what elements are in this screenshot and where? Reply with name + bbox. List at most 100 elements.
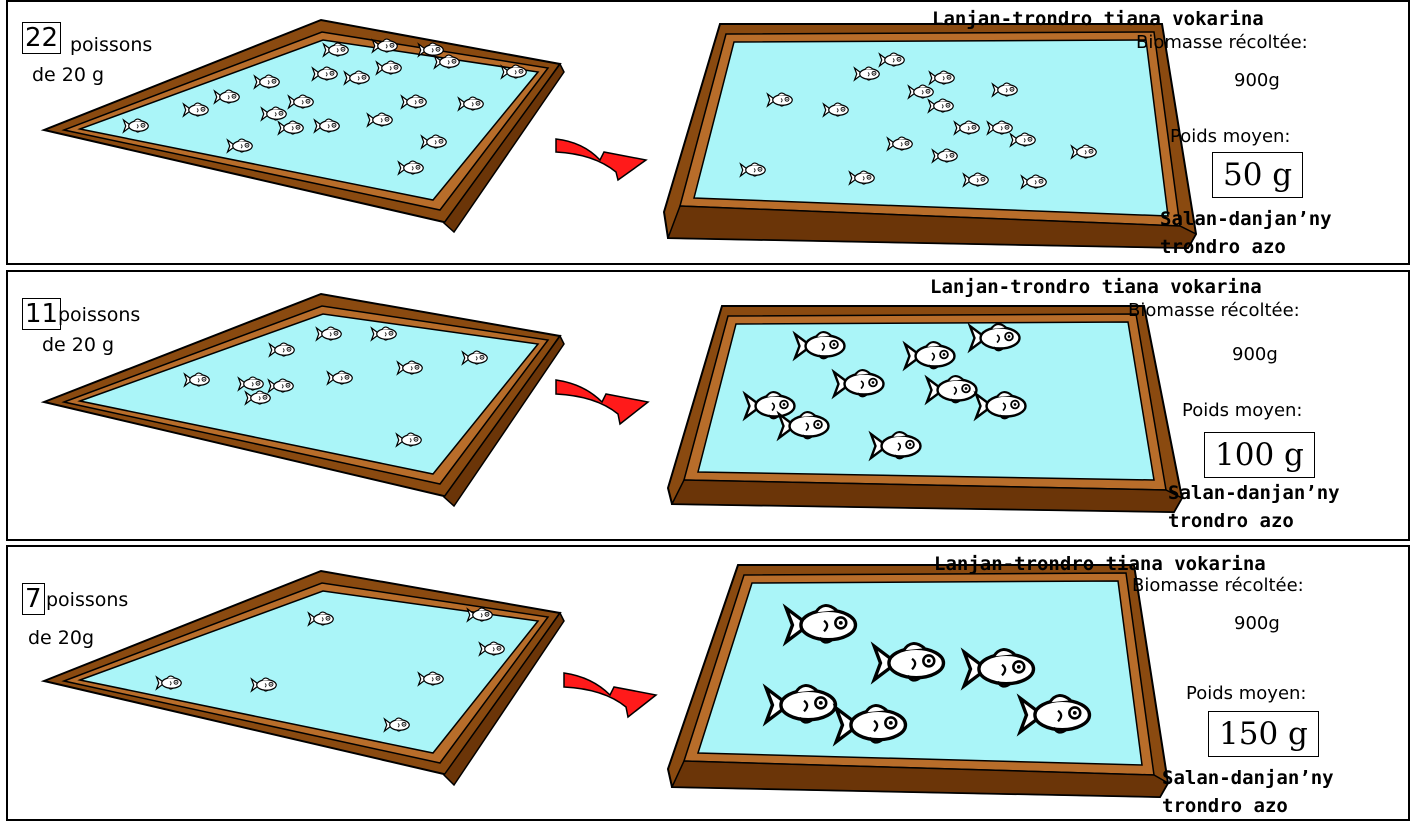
malagasy-line2: trondro azo — [1168, 510, 1294, 532]
biomass-value: 900g — [1234, 613, 1280, 634]
avg-weight-label: Poids moyen: — [1170, 126, 1291, 147]
initial-weight: de 20 g — [42, 334, 115, 356]
panel-3-scene — [40, 564, 1170, 799]
fish-icon — [375, 60, 402, 76]
panel-1-scene — [40, 18, 1198, 250]
biomass-label: Biomasse récoltée: — [1136, 32, 1308, 53]
initial-weight: de 20 g — [32, 64, 105, 86]
fish-icon — [182, 102, 209, 118]
fish-icon — [1020, 174, 1047, 190]
fish-icon — [848, 170, 875, 186]
fish-icon — [226, 138, 253, 154]
right-pond — [666, 564, 1170, 799]
fish-icon — [371, 38, 398, 54]
fish-icon — [928, 70, 955, 86]
malagasy-title: Lanjan-trondro tiana vokarina — [930, 276, 1262, 298]
fish-icon — [326, 370, 353, 386]
fish-icon — [967, 322, 1021, 354]
fish-icon — [343, 70, 370, 86]
left-pond — [40, 18, 565, 234]
fish-icon — [776, 410, 830, 442]
fish-icon — [213, 89, 240, 105]
fish-icon — [244, 390, 271, 406]
panel-1: 22 poissons de 20 g Lanjan-trondro tiana… — [6, 0, 1410, 265]
biomass-value: 900g — [1232, 344, 1278, 365]
fish-icon — [986, 120, 1013, 136]
left-pond — [40, 292, 565, 508]
malagasy-title: Lanjan-trondro tiana vokarina — [934, 553, 1266, 575]
malagasy-line1: Salan-danjan’ny — [1162, 767, 1334, 789]
biomass-label: Biomasse récoltée: — [1128, 300, 1300, 321]
fish-icon — [924, 374, 978, 406]
fish-icon — [960, 647, 1036, 691]
fish-group-left — [183, 326, 488, 448]
malagasy-line2: trondro azo — [1162, 795, 1288, 817]
fish-icon — [420, 134, 447, 150]
fish-icon — [396, 360, 423, 376]
arrow-icon — [555, 138, 648, 182]
fish-group-left — [155, 607, 505, 733]
fish-icon — [466, 607, 493, 623]
fish-icon — [831, 368, 885, 400]
fish-icon — [822, 102, 849, 118]
fish-icon — [267, 378, 294, 394]
initial-weight: de 20g — [28, 627, 95, 649]
panel-2-scene — [40, 292, 1184, 514]
fish-icon — [500, 64, 527, 80]
fish-icon — [868, 430, 922, 462]
fish-icon — [237, 376, 264, 392]
fish-icon — [322, 42, 349, 58]
fish-icon — [366, 112, 393, 128]
fish-icon — [433, 54, 460, 70]
fish-icon — [457, 96, 484, 112]
fish-count: 11 — [22, 298, 62, 330]
fish-icon — [931, 148, 958, 164]
fish-icon — [315, 326, 342, 342]
fish-icon — [853, 66, 880, 82]
fish-icon — [277, 120, 304, 136]
avg-weight-value: 150 g — [1208, 711, 1319, 757]
fish-group-right — [739, 52, 1097, 190]
biomass-value: 900g — [1234, 70, 1280, 91]
fish-icon — [792, 330, 846, 362]
fish-icon — [370, 326, 397, 342]
fish-icon — [782, 603, 858, 647]
fish-icon — [907, 84, 934, 100]
fish-group-right — [742, 322, 1027, 462]
fish-icon — [183, 372, 210, 388]
fish-icon — [417, 42, 444, 58]
fish-icon — [395, 432, 422, 448]
arrow-icon — [563, 672, 658, 719]
fish-icon — [155, 675, 182, 691]
fish-group-left — [122, 38, 527, 176]
fish-icon — [973, 390, 1027, 422]
fish-icon — [870, 641, 946, 685]
malagasy-line1: Salan-danjan’ny — [1160, 208, 1332, 230]
right-pond — [666, 305, 1184, 514]
avg-weight-label: Poids moyen: — [1182, 400, 1303, 421]
fish-count-label: poissons — [70, 34, 153, 56]
arrow-icon — [555, 379, 650, 426]
avg-weight-value: 100 g — [1204, 432, 1315, 478]
fish-icon — [953, 120, 980, 136]
fish-icon — [1070, 144, 1097, 160]
fish-icon — [461, 350, 488, 366]
avg-weight-value: 50 g — [1212, 152, 1304, 198]
avg-weight-label: Poids moyen: — [1186, 683, 1307, 704]
panel-2: 11 poissons de 20 g Lanjan-trondro tiana… — [6, 270, 1410, 541]
fish-icon — [287, 94, 314, 110]
fish-icon — [991, 82, 1018, 98]
fish-icon — [739, 162, 766, 178]
left-pond — [40, 569, 565, 787]
fish-icon — [383, 717, 410, 733]
fish-count: 22 — [22, 22, 62, 54]
malagasy-line2: trondro azo — [1160, 236, 1286, 258]
fish-icon — [260, 106, 287, 122]
fish-icon — [250, 677, 277, 693]
malagasy-title: Lanjan-trondro tiana vokarina — [932, 8, 1264, 30]
fish-icon — [253, 74, 280, 90]
malagasy-line1: Salan-danjan’ny — [1168, 482, 1340, 504]
fish-icon — [313, 118, 340, 134]
right-pond — [662, 23, 1198, 250]
fish-count: 7 — [22, 583, 45, 615]
